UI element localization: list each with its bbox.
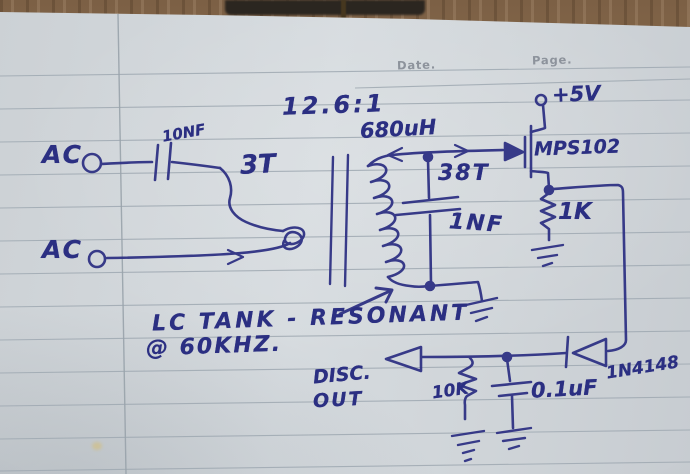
ac-input-bottom-label: AC [42, 235, 83, 264]
wire-arrowhead-left [386, 146, 404, 163]
load-resistor [457, 356, 478, 421]
ac-terminal-top [81, 152, 154, 174]
ground-symbol-tank [464, 296, 499, 323]
jfet-symbol [503, 103, 551, 190]
transformer-core [328, 153, 350, 288]
wire-arrowhead-right [226, 248, 245, 266]
ground-symbol-filter [495, 426, 533, 451]
tank-note-line2: @ 60KHZ. [145, 331, 283, 362]
output-label-line2: OUT [312, 387, 365, 413]
supply-terminal [534, 93, 548, 107]
secondary-turns-label: 38T [438, 161, 490, 186]
wire-arrowhead-right-2 [453, 143, 470, 159]
coupling-capacitor [153, 141, 222, 182]
source-resistor [539, 191, 557, 242]
primary-turns-label: 3T [239, 149, 277, 181]
paper-blemish [92, 442, 102, 450]
supply-label: +5V [551, 81, 601, 107]
note-arrow [338, 286, 394, 316]
filter-capacitor [490, 357, 533, 430]
source-resistor-label: 1K [558, 199, 592, 225]
ground-symbol-source [530, 243, 565, 268]
tank-cap-label: 1NF [448, 209, 505, 238]
table-plank-gap [225, 0, 425, 15]
turns-ratio-label: 12.6:1 [281, 89, 386, 121]
load-resistor-label: 10K [430, 378, 470, 404]
output-arrow [384, 345, 423, 373]
ac-input-top-label: AC [42, 140, 83, 169]
ground-symbol-load [450, 429, 486, 463]
page-label: Page. [531, 52, 573, 68]
output-label-line1: DISC. [312, 361, 372, 389]
transformer-primary [105, 166, 306, 260]
tank-inductor-label: 680uH [359, 115, 437, 143]
margin-line [117, 13, 127, 474]
transformer-secondary [366, 153, 430, 289]
jfet-label: MPS102 [533, 135, 621, 161]
filter-cap-label: 0.1uF [530, 375, 599, 403]
tank-ground-wire [428, 280, 484, 303]
tank-capacitor [394, 158, 462, 286]
ac-terminal-bottom [87, 249, 107, 269]
detector-diode [420, 335, 608, 369]
tank-top-wire [390, 148, 505, 157]
date-label: Date. [396, 57, 437, 73]
feedback-wire [551, 183, 628, 353]
table-plank-seam [341, 0, 346, 18]
